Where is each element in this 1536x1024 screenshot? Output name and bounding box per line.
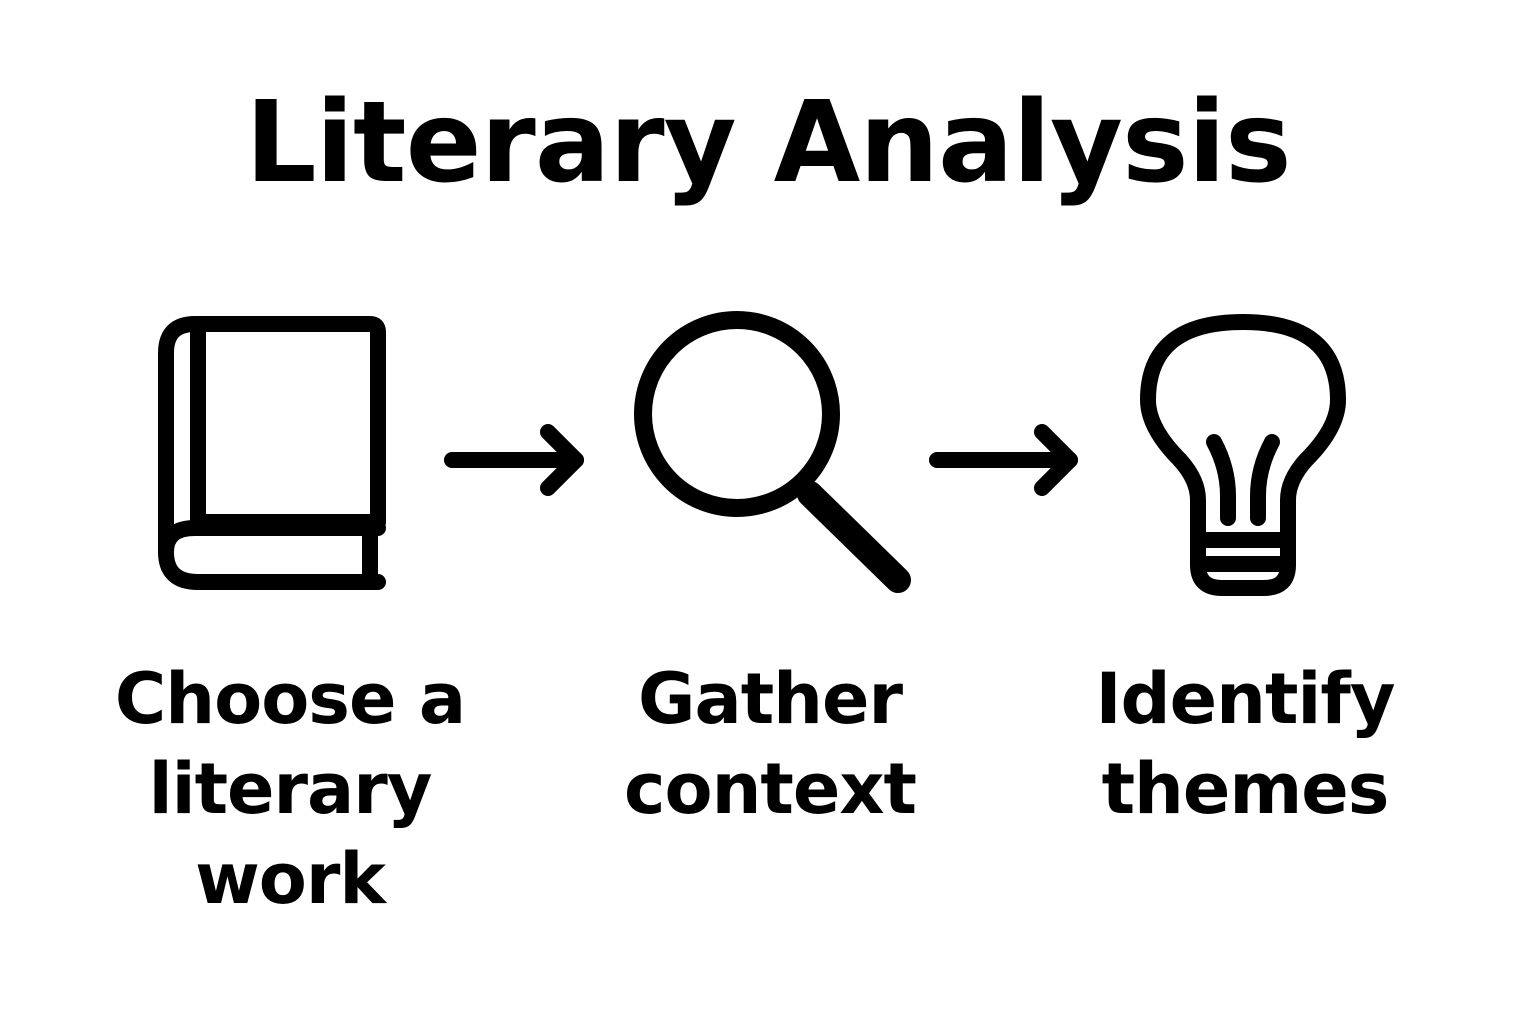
step-label-line: Choose a <box>114 658 466 740</box>
page-title: Literary Analysis <box>245 78 1291 208</box>
step-label-line: work <box>195 838 386 920</box>
magnifying-glass-icon <box>625 310 915 600</box>
lightbulb-icon <box>1130 310 1360 605</box>
step-label-line: themes <box>1101 748 1390 830</box>
step-label-line: Identify <box>1095 658 1395 740</box>
arrow-right-icon <box>925 420 1090 500</box>
step-label-line: Gather <box>638 658 903 740</box>
step-label-choose-work: Choose a literary work <box>80 654 500 924</box>
step-label-gather-context: Gather context <box>570 654 970 834</box>
book-icon <box>150 312 400 597</box>
step-label-line: literary <box>148 748 433 830</box>
arrow-right-icon <box>440 420 590 500</box>
step-label-line: context <box>624 748 917 830</box>
step-label-identify-themes: Identify themes <box>1045 654 1445 834</box>
